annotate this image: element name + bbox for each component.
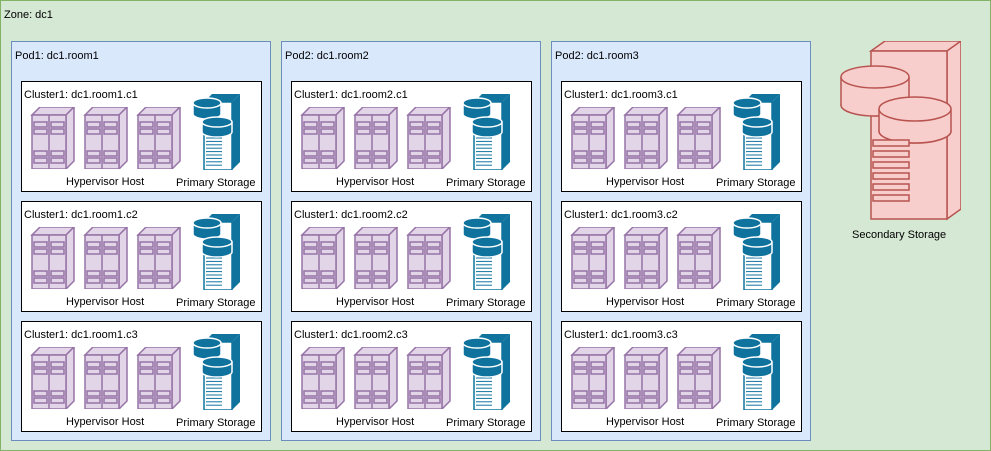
- cluster-room2-c2: Cluster1: dc1.room2.c2 Hypervisor Host P…: [291, 201, 532, 312]
- cluster-label: Cluster1: dc1.room3.c1: [564, 89, 678, 101]
- cluster-label: Cluster1: dc1.room3.c2: [564, 209, 678, 221]
- pod-label: Pod2: dc1.room3: [555, 50, 639, 62]
- cluster-room2-c3: Cluster1: dc1.room2.c3 Hypervisor Host P…: [291, 321, 532, 432]
- cluster-label: Cluster1: dc1.room1.c1: [24, 89, 138, 101]
- primary-storage-label: Primary Storage: [176, 417, 256, 429]
- zone-label: Zone: dc1: [4, 9, 53, 21]
- hypervisor-host-label: Hypervisor Host: [66, 296, 145, 308]
- server-icon: [30, 345, 76, 411]
- cluster-room2-c1: Cluster1: dc1.room2.c1 Hypervisor Host P…: [291, 81, 532, 192]
- server-icon: [30, 225, 76, 291]
- storage-server-icon: [462, 94, 512, 171]
- hypervisor-host-label: Hypervisor Host: [66, 416, 145, 428]
- server-icon: [406, 105, 452, 171]
- storage-server-icon: [732, 214, 782, 291]
- storage-server-icon: [732, 334, 782, 411]
- cluster-label: Cluster1: dc1.room2.c2: [294, 209, 408, 221]
- cluster-room3-c3: Cluster1: dc1.room3.c3 Hypervisor Host P…: [561, 321, 802, 432]
- primary-storage-label: Primary Storage: [446, 417, 526, 429]
- server-icon: [30, 105, 76, 171]
- storage-server-icon: [192, 334, 242, 411]
- server-icon: [300, 225, 346, 291]
- primary-storage-label: Primary Storage: [716, 297, 796, 309]
- pod-label: Pod1: dc1.room1: [15, 50, 99, 62]
- storage-server-icon: [732, 94, 782, 171]
- cluster-room1-c1: Cluster1: dc1.room1.c1 Hypervisor Host P…: [21, 81, 262, 192]
- server-icon: [136, 345, 182, 411]
- server-icon: [136, 105, 182, 171]
- primary-storage-label: Primary Storage: [446, 297, 526, 309]
- server-icon: [83, 225, 129, 291]
- storage-server-icon: [462, 334, 512, 411]
- primary-storage-label: Primary Storage: [716, 417, 796, 429]
- pod-label: Pod2: dc1.room2: [285, 50, 369, 62]
- hypervisor-host-label: Hypervisor Host: [66, 176, 145, 188]
- server-icon: [300, 105, 346, 171]
- hypervisor-host-label: Hypervisor Host: [336, 416, 415, 428]
- server-icon: [353, 225, 399, 291]
- server-icon: [570, 105, 616, 171]
- pod-room3: Pod2: dc1.room3 Cluster1: dc1.room3.c1 H…: [551, 41, 811, 441]
- server-icon: [406, 225, 452, 291]
- server-icon: [353, 105, 399, 171]
- cluster-label: Cluster1: dc1.room3.c3: [564, 329, 678, 341]
- primary-storage-label: Primary Storage: [716, 177, 796, 189]
- server-icon: [570, 225, 616, 291]
- cluster-room3-c1: Cluster1: dc1.room3.c1 Hypervisor Host P…: [561, 81, 802, 192]
- storage-server-icon: [462, 214, 512, 291]
- cluster-room3-c2: Cluster1: dc1.room3.c2 Hypervisor Host P…: [561, 201, 802, 312]
- hypervisor-host-label: Hypervisor Host: [606, 296, 685, 308]
- cluster-label: Cluster1: dc1.room1.c2: [24, 209, 138, 221]
- server-icon: [676, 345, 722, 411]
- server-icon: [623, 345, 669, 411]
- hypervisor-host-label: Hypervisor Host: [336, 296, 415, 308]
- server-icon: [353, 345, 399, 411]
- server-icon: [623, 105, 669, 171]
- server-icon: [136, 225, 182, 291]
- server-icon: [623, 225, 669, 291]
- pod-room2: Pod2: dc1.room2 Cluster1: dc1.room2.c1 H…: [281, 41, 541, 441]
- hypervisor-host-label: Hypervisor Host: [606, 176, 685, 188]
- server-icon: [676, 225, 722, 291]
- primary-storage-label: Primary Storage: [446, 177, 526, 189]
- hypervisor-host-label: Hypervisor Host: [336, 176, 415, 188]
- cluster-label: Cluster1: dc1.room1.c3: [24, 329, 138, 341]
- storage-server-icon: [192, 94, 242, 171]
- server-icon: [300, 345, 346, 411]
- cluster-room1-c2: Cluster1: dc1.room1.c2 Hypervisor Host P…: [21, 201, 262, 312]
- primary-storage-label: Primary Storage: [176, 177, 256, 189]
- server-icon: [570, 345, 616, 411]
- server-icon: [83, 105, 129, 171]
- primary-storage-label: Primary Storage: [176, 297, 256, 309]
- server-icon: [406, 345, 452, 411]
- pod-room1: Pod1: dc1.room1 Cluster1: dc1.room1.c1 H…: [11, 41, 271, 441]
- cluster-label: Cluster1: dc1.room2.c1: [294, 89, 408, 101]
- secondary-storage-label: Secondary Storage: [852, 229, 947, 241]
- server-icon: [83, 345, 129, 411]
- server-icon: [676, 105, 722, 171]
- storage-server-icon: [192, 214, 242, 291]
- cluster-label: Cluster1: dc1.room2.c3: [294, 329, 408, 341]
- secondary-storage-icon: [839, 39, 964, 221]
- cluster-room1-c3: Cluster1: dc1.room1.c3 Hypervisor Host P…: [21, 321, 262, 432]
- hypervisor-host-label: Hypervisor Host: [606, 416, 685, 428]
